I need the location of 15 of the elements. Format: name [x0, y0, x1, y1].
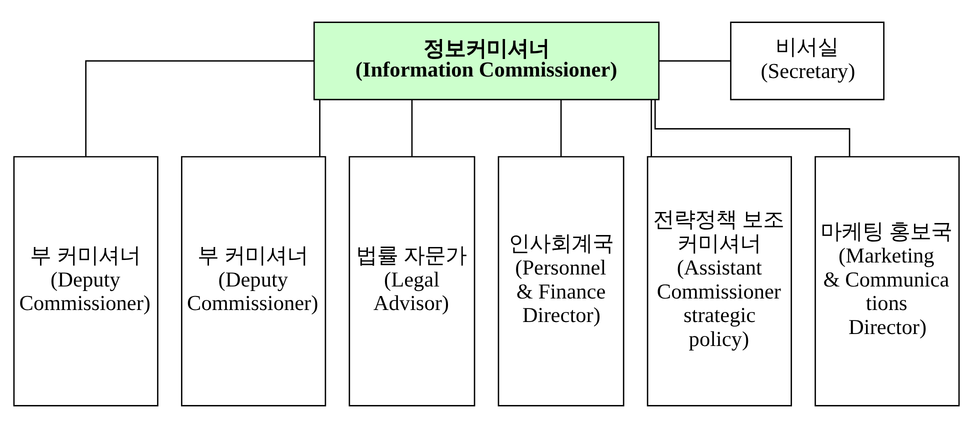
node-box: 정보커미셔너 (Information Commissioner) [313, 21, 660, 100]
node-box: 인사회계국 (Personnel & Finance Director) [498, 156, 624, 406]
connector [319, 99, 320, 156]
node-box: 부 커미셔너 (Deputy Commissioner) [181, 156, 326, 406]
connector [654, 99, 850, 156]
node-box: 법률 자문가 (Legal Advisor) [348, 156, 476, 406]
connector [85, 60, 314, 156]
node-box: 전략정책 보조 커미셔너 (Assistant Commissioner strategic policy) [646, 156, 792, 406]
connector [659, 60, 731, 62]
connector [411, 99, 413, 156]
node-box: 비서실 (Secretary) [730, 21, 884, 100]
connector [560, 99, 562, 156]
connector [650, 99, 652, 156]
node-box: 부 커미셔너 (Deputy Commissioner) [13, 156, 158, 406]
node-box: 마케팅 홍보국 (Marketing & Communica tions Director) [814, 156, 960, 406]
